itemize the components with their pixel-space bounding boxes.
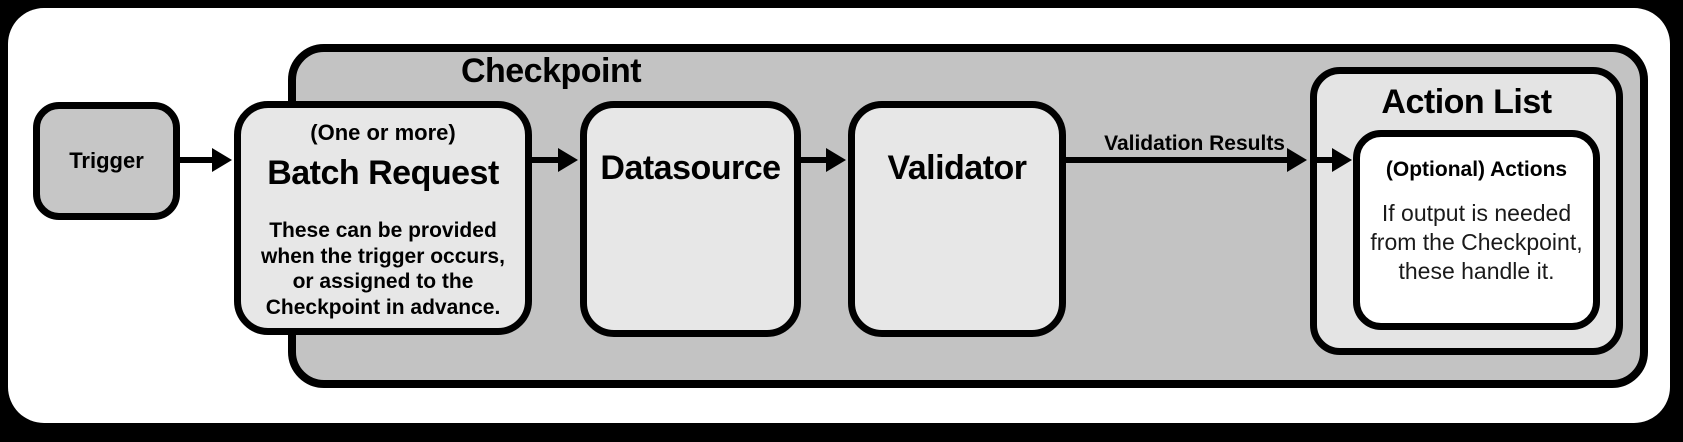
arrow-shaft	[530, 157, 558, 163]
batch-request-subtitle: (One or more)	[310, 120, 456, 145]
arrow-head-icon	[558, 148, 578, 172]
validator-box: Validator	[848, 101, 1066, 337]
action-list-title: Action List	[1381, 83, 1552, 121]
datasource-box: Datasource	[580, 101, 801, 337]
arrow-shaft	[799, 157, 826, 163]
optional-actions-title: (Optional) Actions	[1385, 158, 1568, 181]
batch-request-description: These can be provided when the trigger o…	[261, 219, 505, 319]
datasource-title: Datasource	[600, 149, 781, 187]
arrow-trigger-to-batch-request	[178, 148, 232, 172]
arrow-head-icon	[212, 148, 232, 172]
arrow-shaft	[1064, 157, 1287, 163]
arrow-batch-request-to-datasource	[530, 148, 578, 172]
arrow-datasource-to-validator	[799, 148, 846, 172]
batch-request-box: (One or more) Batch Request These can be…	[234, 101, 532, 335]
validation-results-label: Validation Results	[1104, 132, 1285, 155]
arrow-shaft	[1311, 157, 1332, 163]
action-list-container: Action List (Optional) Actions If output…	[1310, 67, 1623, 355]
trigger-box: Trigger	[33, 102, 180, 220]
arrow-shaft	[178, 157, 212, 163]
trigger-label: Trigger	[69, 148, 144, 173]
optional-actions-description: If output is needed from the Checkpoint,…	[1370, 200, 1583, 284]
arrow-head-icon	[826, 148, 846, 172]
checkpoint-title: Checkpoint	[460, 52, 642, 90]
arrow-validator-to-action-list	[1064, 148, 1307, 172]
validator-title: Validator	[887, 149, 1027, 187]
batch-request-title: Batch Request	[267, 154, 499, 192]
arrow-action-list-to-optional-actions	[1311, 148, 1352, 172]
optional-actions-box: (Optional) Actions If output is needed f…	[1353, 130, 1600, 330]
arrow-head-icon	[1287, 148, 1307, 172]
arrow-head-icon	[1332, 148, 1352, 172]
